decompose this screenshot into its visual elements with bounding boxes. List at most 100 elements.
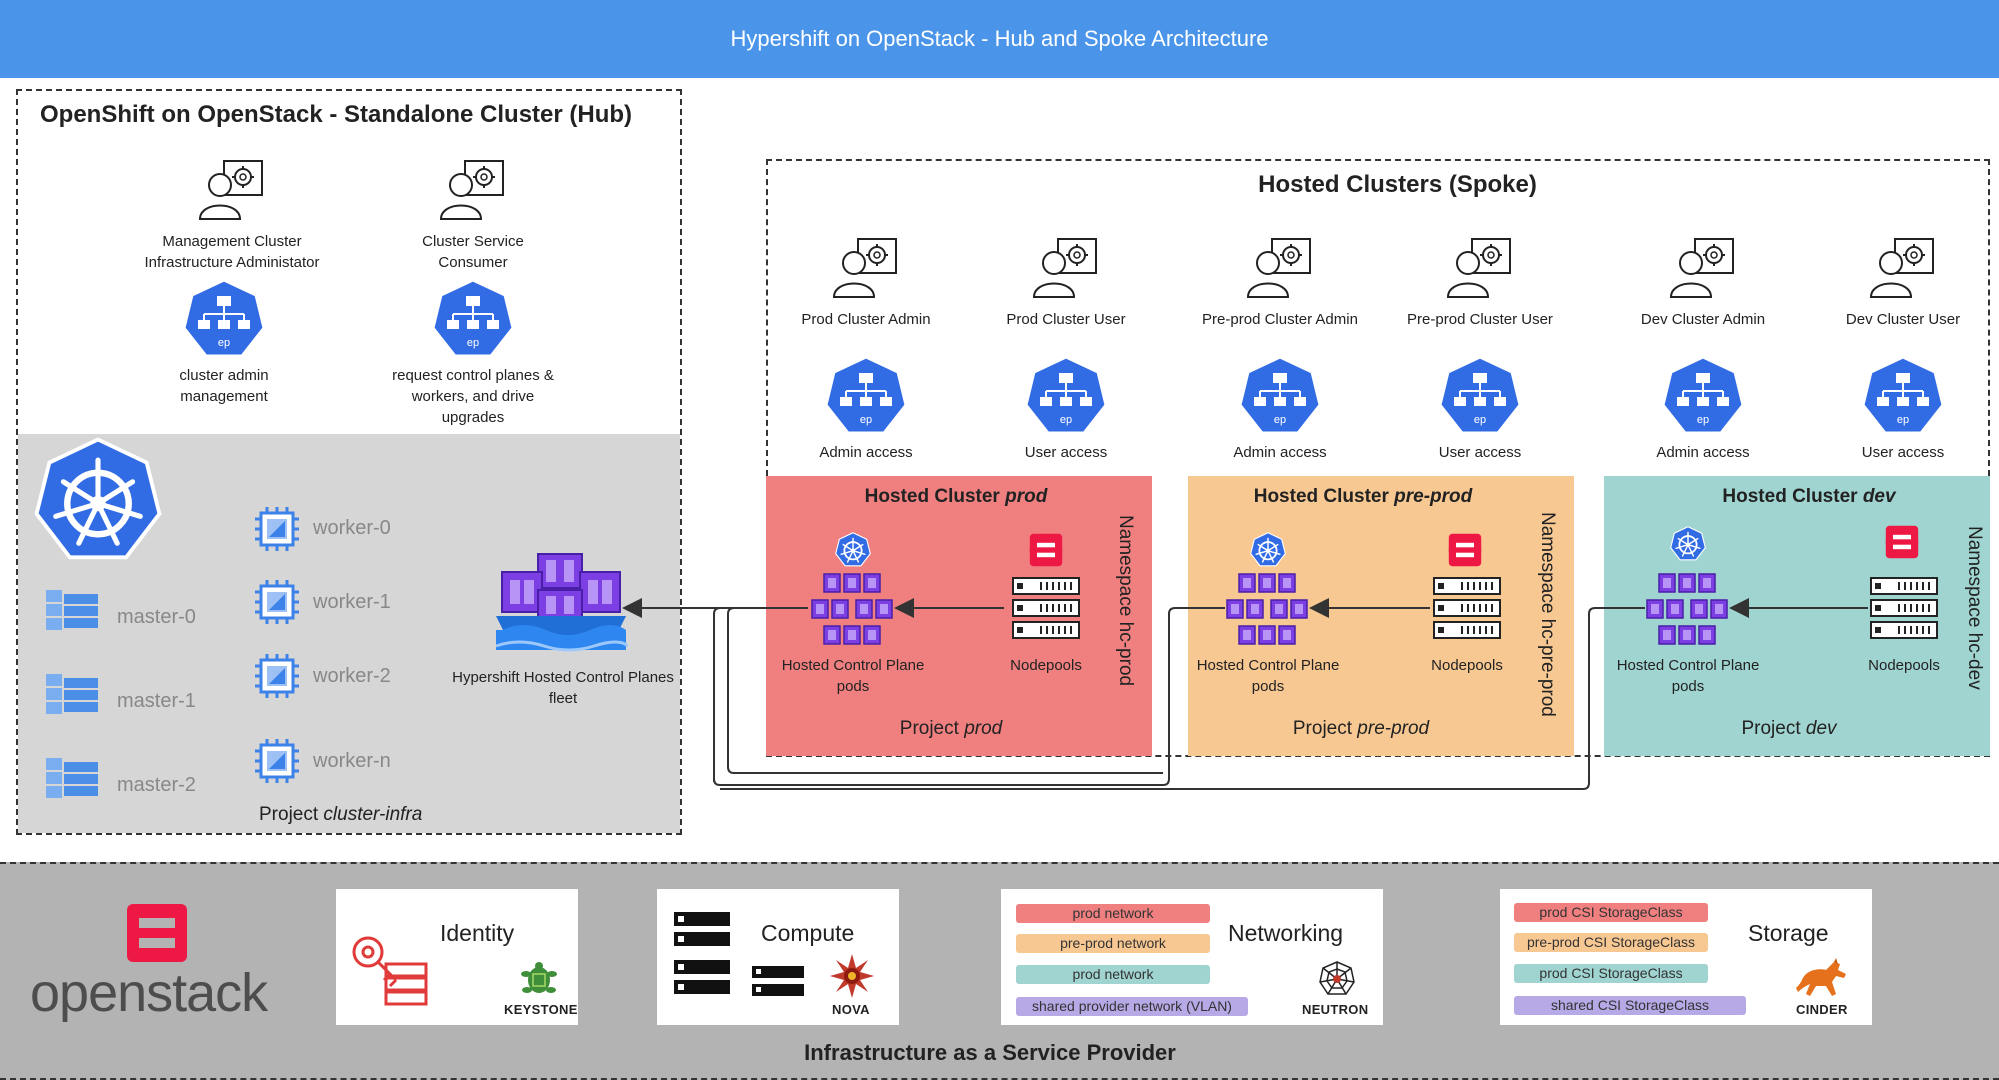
- openstack-logo-icon: [127, 904, 187, 962]
- cluster-project-prefix: Project: [1292, 718, 1358, 739]
- worker-node-label: worker-1: [313, 591, 391, 613]
- hub-project-label: Project cluster-infra: [259, 804, 422, 826]
- key-icon: [352, 936, 428, 1006]
- hub-consumer-role-line1: Cluster Service: [422, 233, 524, 250]
- cluster-title: Hosted Cluster pre-prod: [1188, 486, 1538, 508]
- admin-user-icon: [196, 157, 268, 223]
- cluster-title-name: dev: [1862, 486, 1896, 507]
- master-node-label: master-0: [117, 606, 196, 628]
- identity-card: [336, 889, 578, 1025]
- cluster-title-prefix: Hosted Cluster: [864, 486, 1006, 507]
- endpoint-icon: [1438, 355, 1522, 439]
- nodepools-label: Nodepools: [1010, 657, 1082, 674]
- worker-chip-icon: [253, 737, 301, 785]
- pods-icon: [1643, 570, 1733, 650]
- hub-admin-role-line1: Management Cluster: [162, 233, 302, 250]
- worker-chip-icon: [253, 652, 301, 700]
- cluster-title-prefix: Hosted Cluster: [1722, 486, 1863, 507]
- infra-footer-label: Infrastructure as a Service Provider: [804, 1040, 1176, 1065]
- fleet-ship-icon: [495, 553, 628, 652]
- kubernetes-icon: [835, 532, 871, 568]
- control-plane-label: Hosted Control Plane pods: [1598, 655, 1778, 697]
- master-node-label: master-2: [117, 774, 196, 796]
- storage-class-pill: prod CSI StorageClass: [1514, 964, 1708, 983]
- turtle-icon: [521, 962, 557, 993]
- storage-title: Storage: [1748, 920, 1829, 946]
- hub-admin-role-line2: Infrastructure Administator: [144, 254, 320, 271]
- worker-node-label: worker-0: [313, 517, 391, 539]
- storage-class-pill: prod CSI StorageClass: [1514, 903, 1708, 922]
- dev-user-icon: [1867, 235, 1939, 301]
- hub-project-prefix: Project: [259, 804, 324, 825]
- spoke-title: Hosted Clusters (Spoke): [1258, 171, 1537, 198]
- master-node-icon: [44, 672, 100, 716]
- hub-title: OpenShift on OpenStack - Standalone Clus…: [40, 101, 633, 128]
- worker-node-label: worker-n: [313, 750, 391, 772]
- cluster-project-prefix: Project: [899, 718, 965, 739]
- fleet-label: Hypershift Hosted Control Planes fleet: [438, 667, 688, 709]
- storage-class-pill: pre-prod CSI StorageClass: [1514, 933, 1708, 952]
- control-plane-label-line2: pods: [1671, 678, 1705, 695]
- networking-title: Networking: [1228, 920, 1344, 946]
- hub-cluster-box: [16, 89, 682, 835]
- compute-card: [657, 889, 899, 1025]
- actor-role-label: Prod Cluster User: [1006, 311, 1126, 328]
- identity-title: Identity: [440, 920, 515, 946]
- control-plane-label: Hosted Control Plane pods: [763, 655, 943, 697]
- pods-icon: [1223, 570, 1313, 650]
- hub-admin-ep-line2: management: [180, 388, 268, 405]
- page-title: Hypershift on OpenStack - Hub and Spoke …: [730, 26, 1269, 51]
- access-label: User access: [1861, 444, 1945, 461]
- nova-brand: NOVA: [832, 1002, 870, 1017]
- access-label: Admin access: [819, 444, 913, 461]
- kubernetes-icon: [34, 437, 162, 565]
- hub-consumer-ep-line2: workers, and drive: [411, 388, 535, 405]
- nodepools-label: Nodepools: [1431, 657, 1503, 674]
- namespace-label: Namespace hc-dev: [1964, 526, 1985, 690]
- control-plane-label-line1: Hosted Control Plane: [781, 657, 925, 674]
- actor-role-label: Dev Cluster User: [1845, 311, 1961, 328]
- endpoint-icon: [182, 278, 266, 362]
- namespace-label: Namespace hc-pre-prod: [1537, 512, 1558, 717]
- cluster-project-name: pre-prod: [1357, 718, 1430, 739]
- dev-admin-icon: [1667, 235, 1739, 301]
- hub-consumer-ep-line1: request control planes &: [392, 367, 554, 384]
- control-plane-label-line2: pods: [1251, 678, 1285, 695]
- endpoint-icon: [824, 355, 908, 439]
- openstack-wordmark: openstack: [30, 963, 268, 1023]
- horse-icon: [1796, 958, 1846, 996]
- preprod-admin-icon: [1244, 235, 1316, 301]
- compute-title: Compute: [761, 920, 855, 946]
- hub-consumer-ep-label: request control planes & workers, and dr…: [353, 365, 593, 428]
- access-label: User access: [1024, 444, 1108, 461]
- control-plane-label-line1: Hosted Control Plane: [1196, 657, 1340, 674]
- access-label: User access: [1438, 444, 1522, 461]
- endpoint-icon: [1238, 355, 1322, 439]
- hub-project-name: cluster-infra: [323, 804, 423, 825]
- cluster-title-prefix: Hosted Cluster: [1253, 486, 1395, 507]
- cinder-brand: CINDER: [1796, 1002, 1848, 1017]
- network-pill: prod network: [1016, 904, 1210, 923]
- server-icon: [1432, 576, 1502, 640]
- cluster-title: Hosted Cluster prod: [766, 486, 1146, 508]
- server-icon: [1869, 576, 1939, 640]
- prod-admin-icon: [830, 235, 902, 301]
- cluster-project-label: Project dev: [1604, 718, 1974, 740]
- hub-admin-ep-line1: cluster admin: [179, 367, 269, 384]
- server-icon: [1011, 576, 1081, 640]
- endpoint-icon: [1861, 355, 1945, 439]
- cluster-project-label: Project pre-prod: [1188, 718, 1534, 740]
- control-plane-label-line1: Hosted Control Plane: [1616, 657, 1760, 674]
- server-rack-icon: [674, 912, 804, 996]
- cluster-title-name: prod: [1005, 486, 1048, 507]
- actor-role-label: Pre-prod Cluster Admin: [1202, 311, 1358, 328]
- cluster-project-prefix: Project: [1741, 718, 1806, 739]
- fleet-label-line2: fleet: [548, 690, 578, 707]
- access-label: Admin access: [1233, 444, 1327, 461]
- cluster-project-label: Project prod: [766, 718, 1136, 740]
- endpoint-icon: [1661, 355, 1745, 439]
- endpoint-icon: [1024, 355, 1108, 439]
- cluster-title-name: pre-prod: [1394, 486, 1473, 507]
- fleet-label-line1: Hypershift Hosted Control Planes: [452, 669, 674, 686]
- hub-consumer-role-line2: Consumer: [438, 254, 508, 271]
